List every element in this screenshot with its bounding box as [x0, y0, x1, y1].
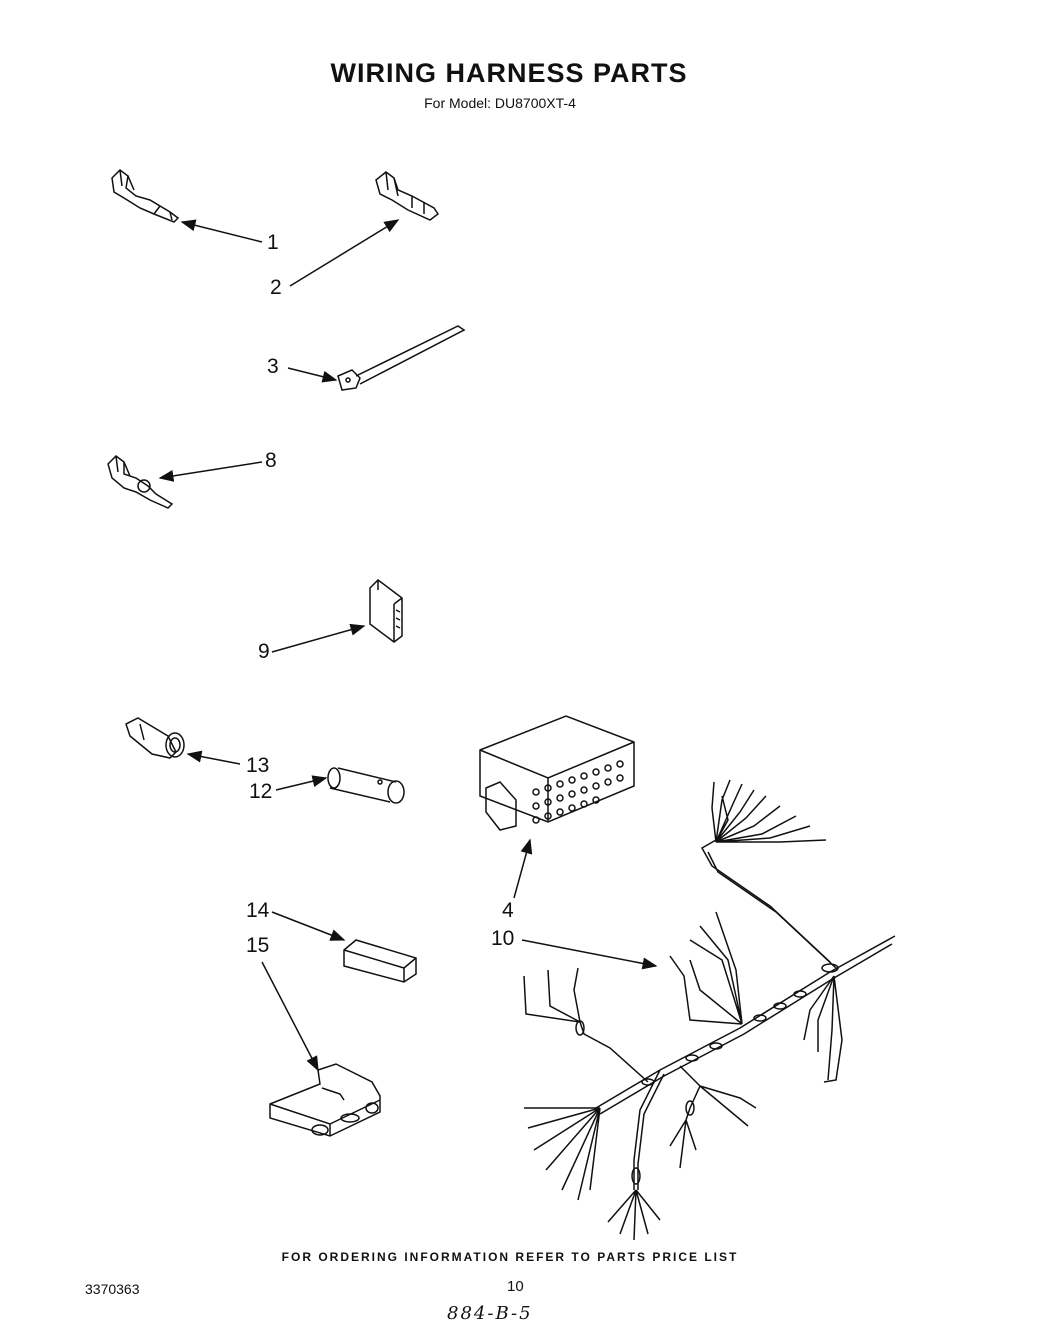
- callout-4: 4: [502, 899, 514, 922]
- leader-13: [186, 750, 241, 765]
- part-12-splice: [327, 767, 405, 804]
- part-8-terminal: [107, 455, 174, 509]
- leader-15: [261, 961, 319, 1072]
- page-title: WIRING HARNESS PARTS: [330, 58, 688, 88]
- leader-8: [158, 461, 263, 482]
- leader-9: [271, 623, 366, 653]
- callout-1: 1: [267, 231, 279, 254]
- part-3-cable-tie: [337, 325, 466, 391]
- leader-3: [287, 367, 338, 383]
- part-2-terminal: [375, 171, 440, 221]
- callout-3: 3: [267, 355, 279, 378]
- callout-10: 10: [491, 927, 515, 950]
- part-9-connector: [369, 579, 403, 643]
- callout-12: 12: [249, 780, 273, 803]
- document-number: 3370363: [85, 1281, 140, 1297]
- leader-10: [521, 939, 658, 970]
- part-4-housing: [479, 715, 635, 831]
- part-15-bracket: [269, 1063, 381, 1137]
- housing-cavities: [532, 760, 624, 824]
- page-number: 10: [507, 1278, 524, 1295]
- callout-2: 2: [270, 276, 282, 299]
- callout-8: 8: [265, 449, 277, 472]
- callout-15: 15: [246, 934, 270, 957]
- leader-2: [289, 219, 400, 287]
- leader-4: [513, 838, 533, 899]
- handwritten-code: 884-B-5: [447, 1303, 533, 1324]
- callout-9: 9: [258, 640, 270, 663]
- part-13-ferrule: [125, 717, 185, 759]
- leader-1: [180, 219, 263, 243]
- leader-12: [275, 775, 328, 791]
- callout-13: 13: [246, 754, 270, 777]
- leader-14: [271, 911, 346, 941]
- ordering-info-note: FOR ORDERING INFORMATION REFER TO PARTS …: [281, 1250, 739, 1264]
- part-14-block: [343, 939, 417, 983]
- model-subtitle: For Model: DU8700XT-4: [424, 95, 576, 111]
- part-1-terminal: [111, 169, 180, 223]
- part-10-harness: [523, 779, 896, 1241]
- callout-14: 14: [246, 899, 270, 922]
